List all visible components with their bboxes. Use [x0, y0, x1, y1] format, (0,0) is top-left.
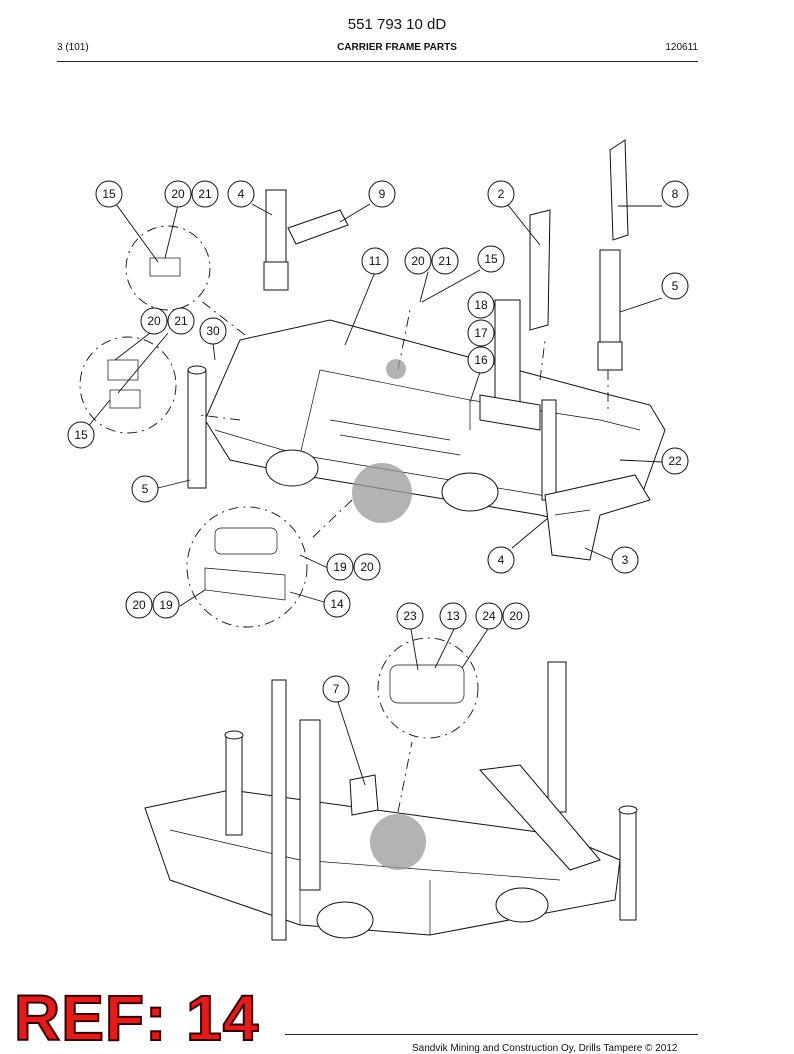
footer-copyright: Sandvik Mining and Construction Oy, Dril… [412, 1043, 678, 1054]
svg-text:19: 19 [333, 560, 347, 574]
bottom-callouts: 23 13 24 20 7 [322, 602, 530, 703]
svg-text:15: 15 [74, 428, 88, 442]
svg-text:4: 4 [498, 553, 505, 567]
callout-24: 24 [475, 602, 503, 630]
document-code: 120611 [665, 42, 698, 53]
callout-18: 18 [467, 291, 495, 319]
ref-stamp: REF: 14 [13, 982, 260, 1054]
callout-16: 16 [467, 346, 495, 374]
svg-text:7: 7 [333, 682, 340, 696]
footer-rule [285, 1034, 698, 1035]
callout-21: 21 [431, 247, 459, 275]
callout-30: 30 [199, 317, 227, 345]
callout-20: 20 [404, 247, 432, 275]
svg-text:21: 21 [438, 254, 452, 268]
callout-21: 21 [167, 307, 195, 335]
bottom-frame-illustration [144, 637, 638, 941]
callout-20: 20 [502, 602, 530, 630]
callout-19: 19 [152, 591, 180, 619]
svg-text:5: 5 [672, 279, 679, 293]
callout-7: 7 [322, 675, 350, 703]
svg-text:3: 3 [622, 553, 629, 567]
svg-text:22: 22 [668, 454, 682, 468]
svg-text:15: 15 [484, 252, 498, 266]
page-title: CARRIER FRAME PARTS [337, 42, 457, 53]
svg-text:4: 4 [238, 187, 245, 201]
callout-5: 5 [661, 272, 689, 300]
svg-text:30: 30 [206, 324, 220, 338]
callout-14: 14 [323, 590, 351, 618]
svg-text:20: 20 [360, 560, 374, 574]
document-number: 551 793 10 dD [347, 16, 447, 33]
svg-text:16: 16 [474, 353, 488, 367]
svg-text:8: 8 [672, 187, 679, 201]
callout-20: 20 [353, 553, 381, 581]
callout-9: 9 [368, 180, 396, 208]
svg-text:20: 20 [509, 609, 523, 623]
callout-11: 11 [361, 247, 389, 275]
svg-text:15: 15 [102, 187, 116, 201]
svg-text:11: 11 [369, 254, 382, 268]
top-callouts: 15 20 21 4 9 2 8 11 20 21 15 5 18 20 21 … [67, 180, 689, 619]
callout-2: 2 [487, 180, 515, 208]
svg-text:20: 20 [147, 314, 161, 328]
callout-15: 15 [67, 421, 95, 449]
top-frame-illustration [79, 139, 666, 628]
exploded-parts-drawing: 15 20 21 4 9 2 8 11 20 21 15 5 18 20 21 … [67, 139, 689, 941]
svg-text:21: 21 [174, 314, 188, 328]
callout-4: 4 [487, 546, 515, 574]
header-rule [57, 61, 698, 62]
svg-text:14: 14 [330, 597, 344, 611]
callout-4: 4 [227, 180, 255, 208]
svg-text:21: 21 [198, 187, 212, 201]
callout-15: 15 [477, 245, 505, 273]
callout-23: 23 [396, 602, 424, 630]
svg-text:20: 20 [411, 254, 425, 268]
svg-text:20: 20 [171, 187, 185, 201]
svg-text:13: 13 [446, 609, 460, 623]
svg-text:2: 2 [498, 187, 505, 201]
svg-text:17: 17 [474, 326, 488, 340]
callout-8: 8 [661, 180, 689, 208]
svg-text:24: 24 [482, 609, 496, 623]
callout-20: 20 [140, 307, 168, 335]
svg-text:19: 19 [159, 598, 173, 612]
callout-20: 20 [125, 591, 153, 619]
callout-5: 5 [131, 475, 159, 503]
callout-13: 13 [439, 602, 467, 630]
callout-19: 19 [326, 553, 354, 581]
callout-22: 22 [661, 447, 689, 475]
svg-text:18: 18 [474, 298, 488, 312]
callout-20: 20 [164, 180, 192, 208]
callout-3: 3 [611, 546, 639, 574]
svg-text:20: 20 [132, 598, 146, 612]
page-indicator: 3 (101) [57, 42, 89, 53]
callout-15: 15 [95, 180, 123, 208]
callout-21: 21 [191, 180, 219, 208]
svg-text:5: 5 [142, 482, 149, 496]
callout-17: 17 [467, 319, 495, 347]
svg-text:23: 23 [403, 609, 417, 623]
svg-text:9: 9 [379, 187, 386, 201]
